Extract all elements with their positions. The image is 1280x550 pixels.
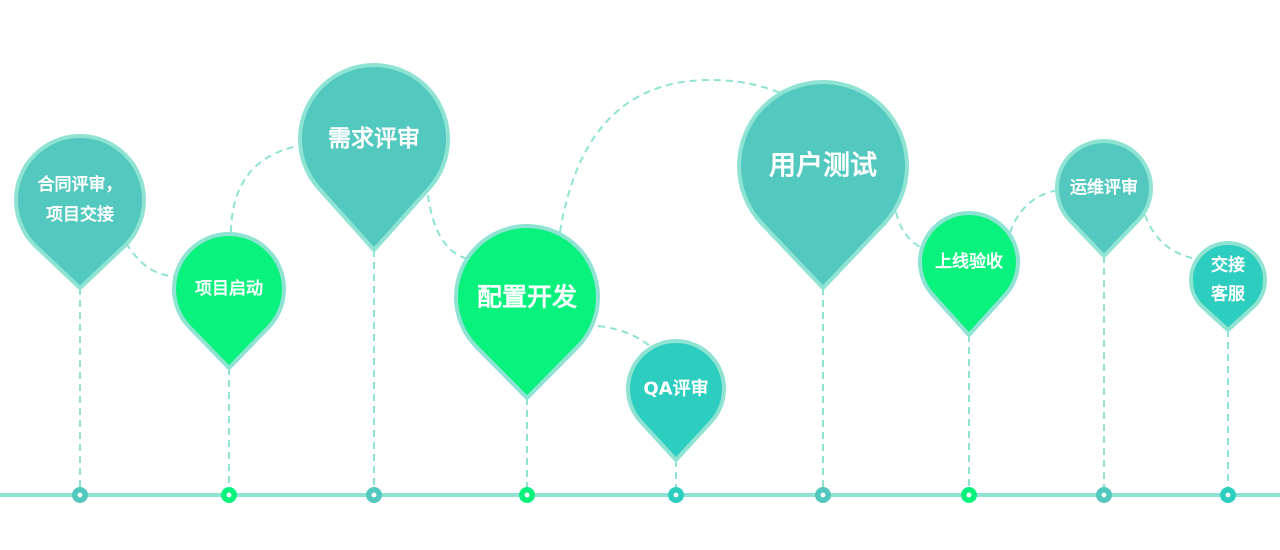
connector-6-7 [895, 211, 923, 249]
stage-pin: QA评审 [626, 339, 726, 462]
stage-label: 合同评审， [38, 174, 123, 195]
stage-label: 项目交接 [46, 204, 114, 225]
timeline-dot-center [77, 492, 83, 498]
pin-marker [918, 211, 1020, 337]
timeline-dot-center [1101, 492, 1107, 498]
connector-2-3 [230, 145, 299, 233]
stage-label: 需求评审 [328, 125, 420, 152]
timeline-dot [1096, 487, 1112, 503]
pin-marker [1189, 241, 1267, 332]
stage-pin: 上线验收 [918, 211, 1020, 337]
connector-4-5 [597, 325, 653, 349]
timeline-dot-center [226, 492, 232, 498]
timeline-dot [366, 487, 382, 503]
pin-marker [14, 134, 146, 290]
connector-1-2 [125, 242, 179, 278]
timeline-dot-center [673, 492, 679, 498]
connector-8-9 [1144, 214, 1193, 259]
stage-pin: 需求评审 [298, 63, 450, 252]
connector-arcs [125, 78, 1193, 349]
stage-label: 客服 [1210, 284, 1246, 305]
connector-7-8 [1009, 189, 1059, 234]
stage-pin: 合同评审， 项目交接 [14, 134, 146, 290]
connector-3-4 [427, 194, 466, 259]
stem-lines [79, 250, 1229, 495]
pin-marker [298, 63, 450, 252]
stage-pin: 配置开发 [454, 224, 600, 400]
connector-4-6 [559, 78, 781, 233]
stage-label: 用户测试 [769, 150, 877, 182]
timeline-dot [815, 487, 831, 503]
timeline-dot-center [1225, 492, 1231, 498]
timeline-dot [668, 487, 684, 503]
stage-pin: 项目启动 [172, 232, 286, 370]
pin-marker [737, 80, 909, 290]
pin-marker [626, 339, 726, 462]
timeline-dot [72, 487, 88, 503]
timeline-dot-center [524, 492, 530, 498]
timeline-dots [72, 487, 1236, 503]
stage-label: QA评审 [643, 378, 708, 400]
stage-label: 项目启动 [195, 278, 263, 299]
stage-label: 上线验收 [935, 251, 1003, 272]
stage-pin: 运维评审 [1055, 139, 1153, 258]
pin-marker [454, 224, 600, 400]
timeline-dot [1220, 487, 1236, 503]
timeline-dot-center [371, 492, 377, 498]
timeline-dot-center [966, 492, 972, 498]
timeline-dot [961, 487, 977, 503]
stage-pin: 用户测试 [737, 80, 909, 290]
pin-marker [1055, 139, 1153, 258]
pin-marker [172, 232, 286, 370]
stage-label: 交接 [1211, 255, 1245, 276]
timeline-dot [519, 487, 535, 503]
timeline-dot [221, 487, 237, 503]
stage-label: 配置开发 [477, 283, 577, 312]
stage-label: 运维评审 [1070, 177, 1138, 198]
timeline-dot-center [820, 492, 826, 498]
